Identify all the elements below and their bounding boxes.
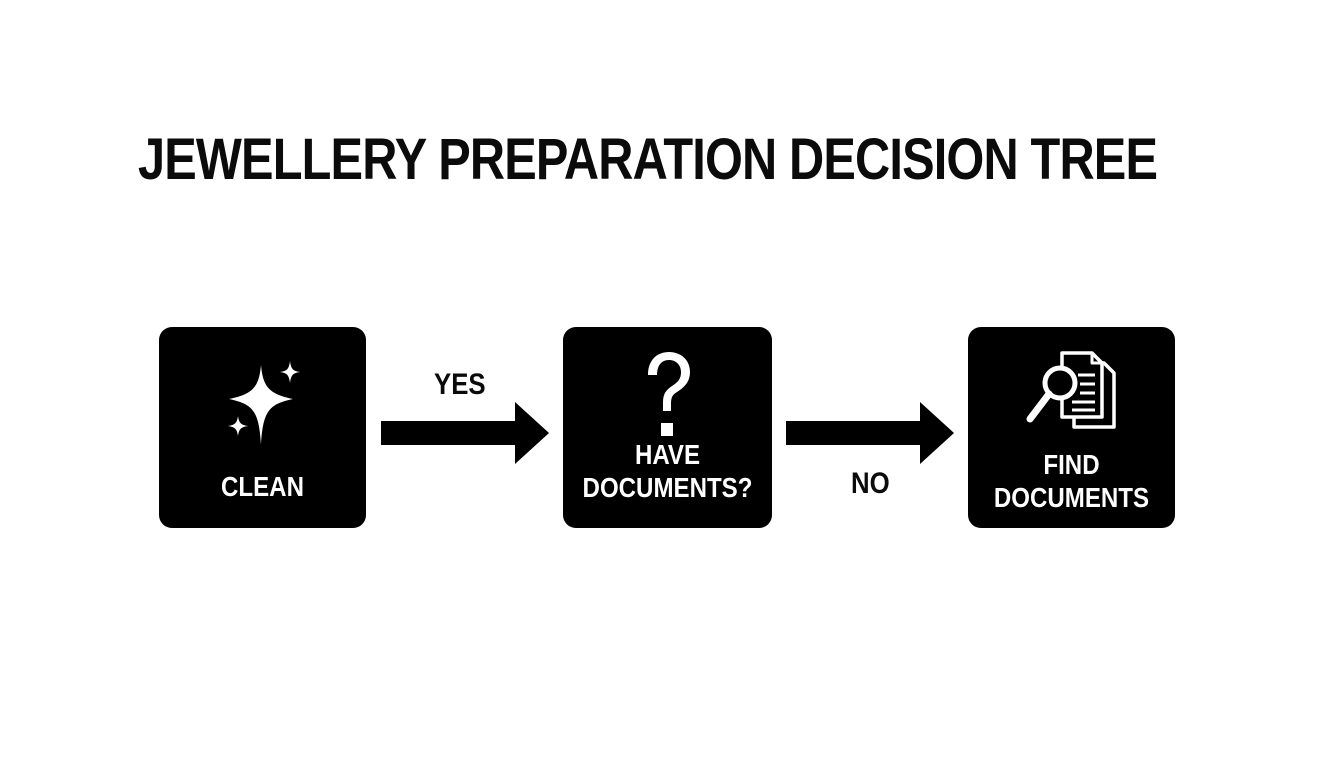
diagram-title: JEWELLERY PREPARATION DECISION TREE — [138, 127, 1158, 192]
arrow-right-icon — [786, 402, 954, 464]
node-label-line-2: DOCUMENTS? — [582, 472, 753, 503]
node-label-line-1: FIND — [1043, 449, 1100, 480]
question-mark-icon — [647, 352, 690, 436]
arrow-right-icon — [381, 402, 549, 464]
document-search-icon — [1026, 351, 1116, 429]
edge-label-no: NO — [851, 467, 890, 500]
node-label-line-1: HAVE — [634, 439, 701, 470]
node-label-line-2: DOCUMENTS — [993, 482, 1150, 513]
edge-label-yes: YES — [434, 368, 486, 401]
node-find-documents: FIND DOCUMENTS — [968, 327, 1175, 528]
node-have-documents: HAVE DOCUMENTS? — [563, 327, 772, 528]
node-clean: CLEAN — [159, 327, 366, 528]
node-label: CLEAN — [221, 471, 304, 502]
sparkles-icon — [227, 361, 300, 445]
